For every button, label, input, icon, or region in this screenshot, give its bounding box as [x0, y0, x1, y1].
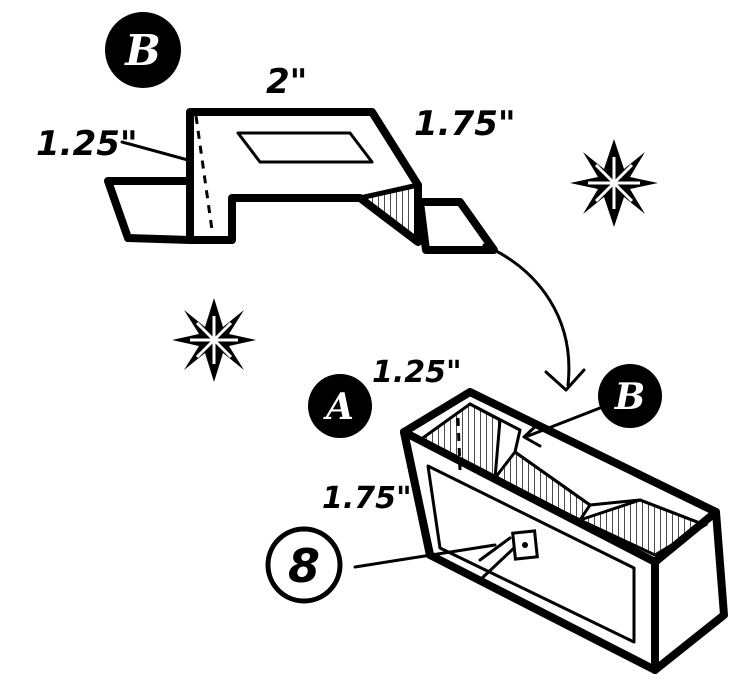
flat-piece-left-tab [104, 177, 194, 244]
svg-text:B: B [124, 26, 161, 75]
step-number-badge: 8 [265, 526, 343, 604]
flat-piece-hatched-flap [357, 182, 421, 245]
left-dimension-label: 1.25" [36, 124, 138, 164]
width-label: 2" [266, 62, 307, 102]
badge-a: A [308, 374, 372, 438]
svg-text:8: 8 [288, 539, 320, 593]
leader-line-left [120, 140, 190, 162]
curved-arrow [482, 243, 586, 392]
badge-b-box: B [598, 364, 662, 428]
assembled-box: 1.25" 1.75" A B 8 [265, 355, 728, 674]
flat-piece: 2" 1.25" 1.75" B [36, 12, 516, 254]
star-icon [570, 139, 658, 227]
box-hatched-right [575, 498, 709, 557]
box-side-dimension-label: 1.75" [322, 481, 412, 516]
flat-piece-window [236, 131, 374, 164]
svg-text:A: A [323, 386, 354, 428]
svg-text:B: B [614, 376, 645, 418]
star-icon [172, 298, 256, 382]
box-front-panel [426, 464, 636, 644]
flat-piece-right-tab [416, 198, 498, 254]
box-hatched-notch [492, 449, 593, 522]
fold-line-left [194, 115, 214, 231]
box-top-dimension-label: 1.25" [372, 355, 462, 390]
badge-b-top: B [105, 12, 181, 88]
right-dimension-label: 1.75" [414, 104, 516, 144]
